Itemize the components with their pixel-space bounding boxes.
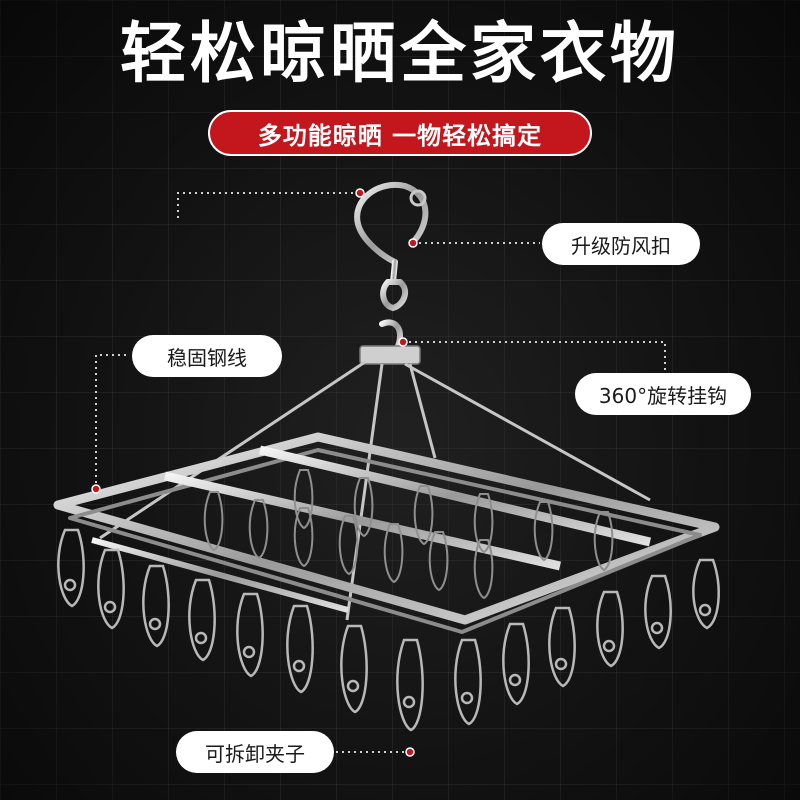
clip: [644, 574, 672, 650]
hook-clip: [409, 189, 427, 207]
clip: [248, 499, 269, 560]
callout-leaders: [95, 192, 666, 753]
callout-swivel-hook: 360°旋转挂钩: [575, 373, 751, 415]
clip: [533, 501, 554, 562]
clip: [396, 638, 424, 732]
hook: [354, 181, 429, 349]
marker-hook-top: [355, 188, 365, 198]
clip: [502, 622, 530, 706]
clip: [97, 548, 125, 630]
clip-row-front: [57, 528, 720, 732]
clip: [293, 469, 314, 530]
clip: [286, 604, 314, 694]
clip-row-inner: [203, 469, 614, 600]
callout-detachable-clips: 可拆卸夹子: [176, 731, 334, 773]
clip: [188, 578, 216, 662]
clip: [142, 564, 170, 648]
clip: [353, 477, 374, 538]
callout-upgrade-windproof-clasp: 升级防风扣: [542, 223, 700, 265]
clip: [383, 523, 404, 584]
clip: [428, 531, 449, 592]
swivel-block: [359, 345, 421, 365]
clip: [338, 515, 359, 576]
clip: [57, 528, 85, 608]
support-wires: [99, 360, 651, 621]
clip: [340, 624, 368, 714]
callout-steel-wire: 稳固钢线: [132, 335, 282, 377]
clip: [454, 638, 482, 726]
callout-markers: [91, 188, 418, 757]
leader-top-left: [177, 192, 360, 218]
clip: [293, 507, 314, 568]
marker-upgrade: [408, 238, 418, 248]
marker-swivel: [398, 337, 408, 347]
clip: [596, 590, 624, 668]
clip: [473, 493, 494, 554]
clip: [236, 592, 264, 678]
clip: [692, 558, 720, 630]
headline: 轻松晾晒全家衣物: [120, 15, 680, 92]
clip: [548, 606, 576, 688]
leader-swivel: [403, 341, 666, 372]
rack-frame: [53, 432, 720, 634]
clip: [413, 485, 434, 546]
clip: [203, 491, 224, 552]
marker-wire: [91, 484, 101, 494]
marker-clips: [405, 747, 415, 757]
feature-banner: 多功能晾晒 一物轻松搞定: [208, 110, 592, 156]
leader-wire: [95, 354, 130, 489]
clip: [593, 511, 614, 572]
clip: [473, 539, 494, 600]
